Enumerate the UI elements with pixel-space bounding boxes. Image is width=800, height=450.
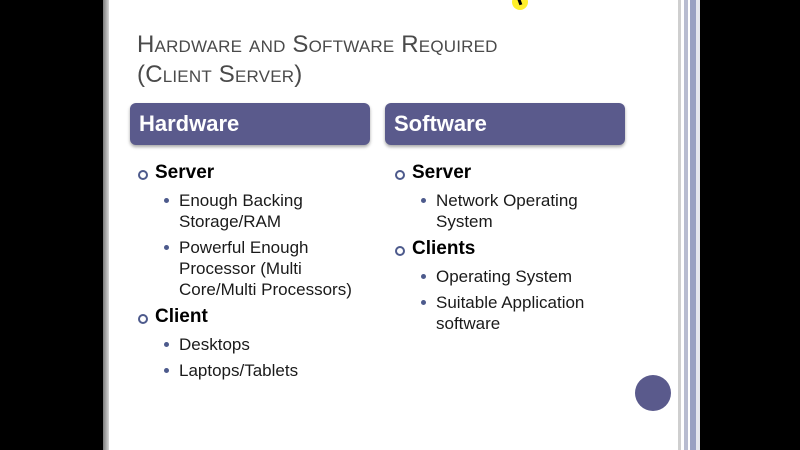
bullet-text-line: Enough Backing	[179, 191, 303, 210]
bullet-level-2: Operating System	[394, 266, 634, 287]
dot-bullet-icon	[421, 198, 426, 203]
bullet-level-1: Clients	[394, 237, 634, 261]
dot-bullet-icon	[164, 342, 169, 347]
slide-title-line-1: Hardware and Software Required	[137, 31, 498, 58]
bullet-label: Clients	[412, 238, 476, 259]
bullet-text-line: Suitable Application	[436, 293, 585, 312]
bullet-level-2: Powerful Enough Processor (Multi Core/Mu…	[137, 237, 377, 300]
dot-bullet-icon	[421, 274, 426, 279]
software-column: Server Network Operating System Clients …	[394, 158, 634, 334]
dot-bullet-icon	[421, 300, 426, 305]
dot-bullet-icon	[164, 245, 169, 250]
bullet-text-line: Desktops	[179, 335, 250, 354]
slide-decorative-bars	[678, 0, 700, 450]
bullet-text-line: System	[436, 212, 493, 231]
slide-title-line-2: (Client Server)	[137, 61, 303, 88]
slide	[103, 0, 678, 450]
hardware-column: Server Enough Backing Storage/RAM Powerf…	[137, 158, 377, 381]
bullet-level-2: Laptops/Tablets	[137, 360, 377, 381]
bullet-text-line: Laptops/Tablets	[179, 361, 299, 380]
bullet-level-2: Enough Backing Storage/RAM	[137, 190, 377, 232]
bullet-level-2: Desktops	[137, 334, 377, 355]
dot-bullet-icon	[164, 198, 169, 203]
bullet-label: Server	[155, 162, 215, 183]
circle-bullet-icon	[395, 170, 405, 180]
bullet-text-line: Storage/RAM	[179, 212, 282, 231]
bullet-text-line: Operating System	[436, 267, 573, 286]
decorative-circle	[635, 375, 671, 411]
bullet-text-line: software	[436, 314, 501, 333]
bullet-level-1: Server	[394, 161, 634, 185]
bullet-label: Client	[155, 306, 208, 327]
bullet-text-line: Powerful Enough	[179, 238, 309, 257]
bullet-text-line: Network Operating	[436, 191, 578, 210]
circle-bullet-icon	[395, 246, 405, 256]
slide-left-edge	[103, 0, 109, 450]
circle-bullet-icon	[138, 314, 148, 324]
hardware-header: Hardware	[130, 103, 370, 145]
bullet-level-1: Server	[137, 161, 377, 185]
bullet-level-2: Network Operating System	[394, 190, 634, 232]
bullet-label: Server	[412, 162, 472, 183]
bullet-level-1: Client	[137, 305, 377, 329]
slide-title: Hardware and Software Required (Client S…	[137, 30, 637, 90]
circle-bullet-icon	[138, 170, 148, 180]
mouse-cursor-highlight	[512, 0, 528, 10]
software-header: Software	[385, 103, 625, 145]
dot-bullet-icon	[164, 368, 169, 373]
bullet-level-2: Suitable Application software	[394, 292, 634, 334]
bullet-text-line: Processor (Multi	[179, 259, 302, 278]
cursor-icon	[516, 0, 523, 6]
bullet-text-line: Core/Multi Processors)	[179, 280, 352, 299]
